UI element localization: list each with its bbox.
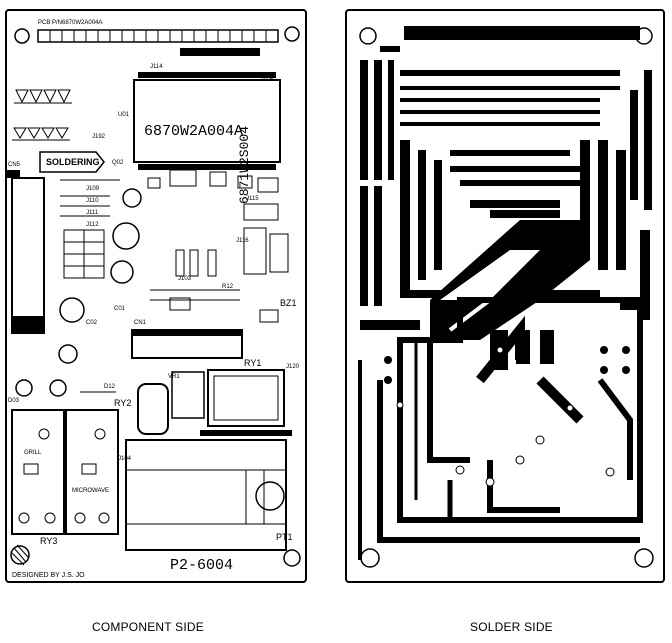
solder-side-board bbox=[340, 0, 672, 600]
ref-rl4: RL4 bbox=[262, 76, 274, 82]
ref-j109: J109 bbox=[86, 186, 100, 192]
ref-ry3: RY3 bbox=[40, 536, 58, 546]
component-side-board: PCB P/N6870W2A004A 6870W2A004A 6871W2S00… bbox=[0, 0, 320, 600]
ref-d12: D12 bbox=[104, 384, 116, 390]
ref-j104: J104 bbox=[118, 456, 132, 462]
ref-j103: J103 bbox=[178, 276, 192, 282]
ref-u01: U01 bbox=[118, 112, 130, 118]
ref-cn1: CN1 bbox=[134, 320, 147, 326]
ref-cn5: CN5 bbox=[8, 162, 21, 168]
ref-j116: J116 bbox=[236, 238, 249, 244]
solder-side-drawing bbox=[345, 9, 665, 583]
designer-label: DESIGNED BY J.S. JO bbox=[12, 572, 85, 579]
ref-j115: J115 bbox=[246, 196, 259, 202]
ref-j114: J114 bbox=[150, 64, 163, 70]
soldering-label: SOLDERING bbox=[46, 157, 100, 167]
pcb-part-label: PCB P/N6870W2A004A bbox=[38, 20, 103, 26]
ref-j110: J110 bbox=[86, 198, 99, 204]
ref-j192: J192 bbox=[92, 134, 106, 140]
ref-ry1: RY1 bbox=[244, 358, 262, 368]
ref-vr1: VR1 bbox=[168, 374, 180, 380]
ref-bz1: BZ1 bbox=[280, 298, 297, 308]
ref-j112: J112 bbox=[86, 222, 99, 228]
ref-c01: C01 bbox=[114, 306, 126, 312]
solder-side-caption: SOLDER SIDE bbox=[470, 620, 553, 634]
ref-j111: J111 bbox=[86, 210, 99, 216]
board-code: P2-6004 bbox=[170, 557, 234, 574]
component-side-caption: COMPONENT SIDE bbox=[92, 620, 204, 634]
grill-label: GRILL bbox=[24, 450, 42, 456]
component-side-drawing bbox=[5, 9, 307, 583]
main-part-number: 6870W2A004A bbox=[144, 123, 244, 140]
ref-pt1: PT1 bbox=[276, 532, 293, 542]
ref-c02: C02 bbox=[86, 320, 98, 326]
ref-q02: Q02 bbox=[112, 160, 124, 166]
ref-d13: D13 bbox=[264, 432, 276, 438]
ref-r12: R12 bbox=[222, 284, 234, 290]
ref-j120: J120 bbox=[286, 364, 300, 370]
microwave-label: MICROWAVE bbox=[72, 488, 109, 494]
ref-d03: D03 bbox=[8, 398, 20, 404]
side-part-number: 6871W2S004 bbox=[237, 125, 252, 204]
ref-ry2: RY2 bbox=[114, 398, 132, 408]
